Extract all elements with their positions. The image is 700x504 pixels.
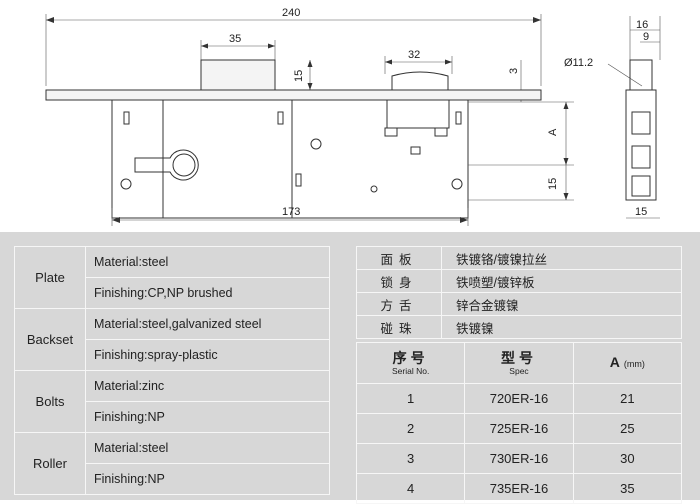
header-spec: 型号 Spec — [464, 342, 574, 384]
finish-item: 面板 — [356, 246, 442, 270]
part-name: Roller — [14, 432, 86, 495]
header-a: A(mm) — [572, 342, 683, 384]
finish-value: 锌合金镀镍 — [441, 292, 682, 316]
material-cell: Material:steel — [85, 246, 330, 278]
header-spec-cn: 型号 — [500, 350, 537, 366]
materials-table: Plate Material:steel Finishing:CP,NP bru… — [14, 246, 330, 495]
header-serial-en: Serial No. — [392, 366, 430, 376]
finish-value: 铁镀铬/镀镍拉丝 — [441, 246, 682, 270]
part-name: Plate — [14, 246, 86, 309]
serial-cell: 4 — [355, 473, 466, 504]
table-row: 方舌 锌合金镀镍 — [356, 292, 682, 316]
table-row: Plate Material:steel — [14, 246, 330, 309]
table-row: Bolts Material:zinc — [14, 370, 330, 433]
finishing-cell: Finishing:spray-plastic — [85, 339, 330, 371]
a-cell: 35 — [572, 473, 683, 504]
finish-value: 铁喷塑/镀锌板 — [441, 269, 682, 293]
serial-cell: 3 — [355, 443, 466, 474]
finishing-cell: Finishing:NP — [85, 463, 330, 495]
dim-bolt-gap: 3 — [508, 68, 520, 74]
dim-a-offset: 15 — [547, 178, 559, 190]
header-serial-cn: 序号 — [392, 350, 429, 366]
table-row: 4 735ER-16 35 — [355, 473, 683, 504]
dim-top-block: 35 — [229, 33, 241, 45]
a-cell: 30 — [572, 443, 683, 474]
dim-a-label: A — [547, 128, 559, 136]
model-cell: 720ER-16 — [464, 383, 574, 414]
a-cell: 21 — [572, 383, 683, 414]
material-cell: Material:steel,galvanized steel — [85, 308, 330, 340]
material-cell: Material:zinc — [85, 370, 330, 402]
spec-panel: Plate Material:steel Finishing:CP,NP bru… — [0, 232, 700, 504]
material-cell: Material:steel — [85, 432, 330, 464]
table-row: Roller Material:steel — [14, 432, 330, 495]
dim-side-16: 16 — [636, 19, 648, 31]
a-cell: 25 — [572, 413, 683, 444]
dim-overall-width: 240 — [282, 7, 300, 19]
table-row: Backset Material:steel,galvanized steel — [14, 308, 330, 371]
serial-cell: 1 — [355, 383, 466, 414]
finish-item: 锁身 — [356, 269, 442, 293]
serial-cell: 2 — [355, 413, 466, 444]
spec-table: 序号 Serial No. 型号 Spec A(mm) 1 720ER-16 2… — [355, 342, 683, 504]
part-name: Backset — [14, 308, 86, 371]
dim-lower-width: 173 — [282, 206, 300, 218]
dim-bolt-width: 32 — [408, 49, 420, 61]
dim-side-diameter: Ø11.2 — [564, 57, 593, 69]
table-row: 锁身 铁喷塑/镀锌板 — [356, 269, 682, 293]
table-row: Finishing:NP — [15, 463, 330, 495]
table-row: 3 730ER-16 30 — [355, 443, 683, 474]
table-row: Finishing:spray-plastic — [15, 339, 330, 371]
dim-side-9: 9 — [643, 31, 649, 43]
model-cell: 730ER-16 — [464, 443, 574, 474]
finishing-cell: Finishing:CP,NP brushed — [85, 277, 330, 309]
model-cell: 735ER-16 — [464, 473, 574, 504]
finish-item: 方舌 — [356, 292, 442, 316]
table-row: 1 720ER-16 21 — [355, 383, 683, 414]
header-spec-en: Spec — [509, 366, 529, 376]
finishing-cell: Finishing:NP — [85, 401, 330, 433]
dim-top-block-height: 15 — [293, 70, 305, 82]
technical-drawing: 240 35 15 32 3 173 — [45, 7, 661, 226]
finish-value: 铁镀镍 — [441, 315, 682, 339]
table-header-row: 序号 Serial No. 型号 Spec A(mm) — [355, 342, 683, 384]
table-row: 碰珠 铁镀镍 — [356, 315, 682, 339]
header-a-label: A — [609, 354, 624, 370]
table-row: 2 725ER-16 25 — [355, 413, 683, 444]
table-row: Finishing:CP,NP brushed — [15, 277, 330, 309]
header-serial: 序号 Serial No. — [355, 342, 466, 384]
header-a-unit: (mm) — [623, 359, 645, 369]
table-row: 面板 铁镀铬/镀镍拉丝 — [356, 246, 682, 270]
finish-table: 面板 铁镀铬/镀镍拉丝 锁身 铁喷塑/镀锌板 方舌 锌合金镀镍 碰珠 铁镀镍 — [356, 246, 682, 339]
dim-side-bottom: 15 — [635, 206, 647, 218]
finish-item: 碰珠 — [356, 315, 442, 339]
model-cell: 725ER-16 — [464, 413, 574, 444]
part-name: Bolts — [14, 370, 86, 433]
